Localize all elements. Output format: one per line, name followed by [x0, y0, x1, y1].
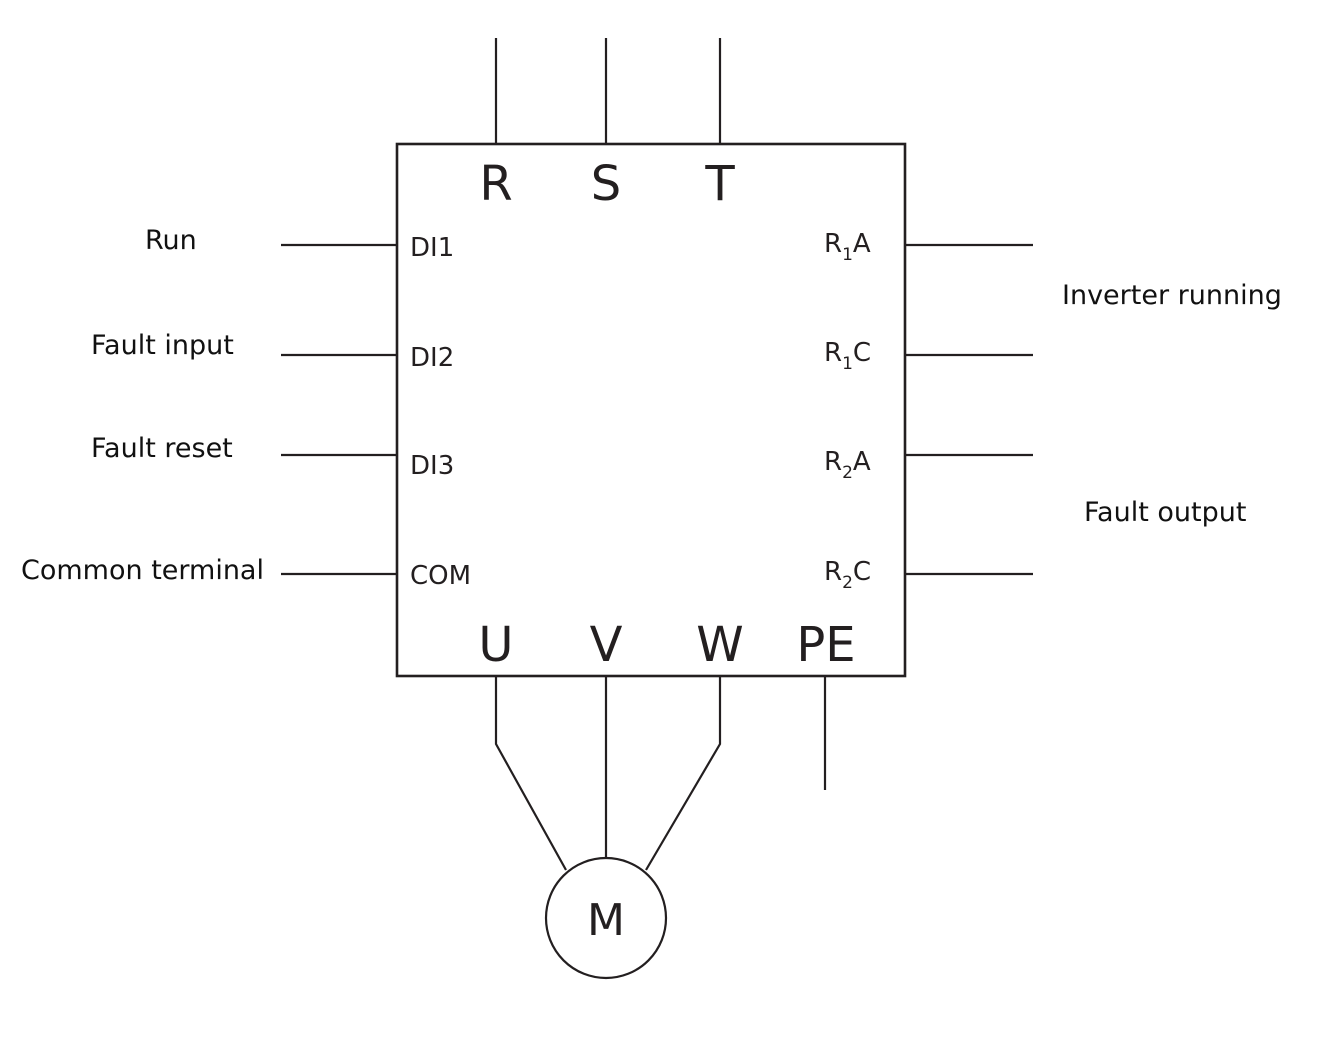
label-common-terminal: Common terminal	[21, 555, 264, 586]
label-run: Run	[145, 225, 197, 256]
terminal-r2c: R2C	[824, 557, 871, 593]
terminal-di3: DI3	[410, 451, 454, 481]
terminal-s: S	[591, 156, 621, 212]
motor-wire-w	[645, 676, 722, 871]
terminal-u: U	[478, 617, 513, 673]
motor-label: M	[587, 895, 625, 946]
terminal-pe: PE	[796, 617, 855, 673]
terminal-r1c: R1C	[824, 338, 871, 374]
terminal-t: T	[704, 156, 735, 212]
terminal-di1: DI1	[410, 233, 454, 263]
terminal-r1a: R1A	[824, 229, 871, 265]
terminal-di2: DI2	[410, 343, 454, 373]
motor-circle	[544, 856, 668, 980]
label-fault-input: Fault input	[91, 330, 234, 361]
label-fault-output: Fault output	[1084, 497, 1246, 528]
terminal-com: COM	[410, 561, 471, 591]
terminal-r2a: R2A	[824, 447, 871, 483]
inverter-box	[395, 142, 907, 678]
label-fault-reset: Fault reset	[91, 433, 233, 464]
terminal-w: W	[696, 617, 743, 673]
terminal-v: V	[590, 617, 623, 673]
motor-wire-u	[494, 676, 567, 871]
label-inverter-running: Inverter running	[1062, 280, 1282, 311]
terminal-r: R	[479, 156, 512, 212]
